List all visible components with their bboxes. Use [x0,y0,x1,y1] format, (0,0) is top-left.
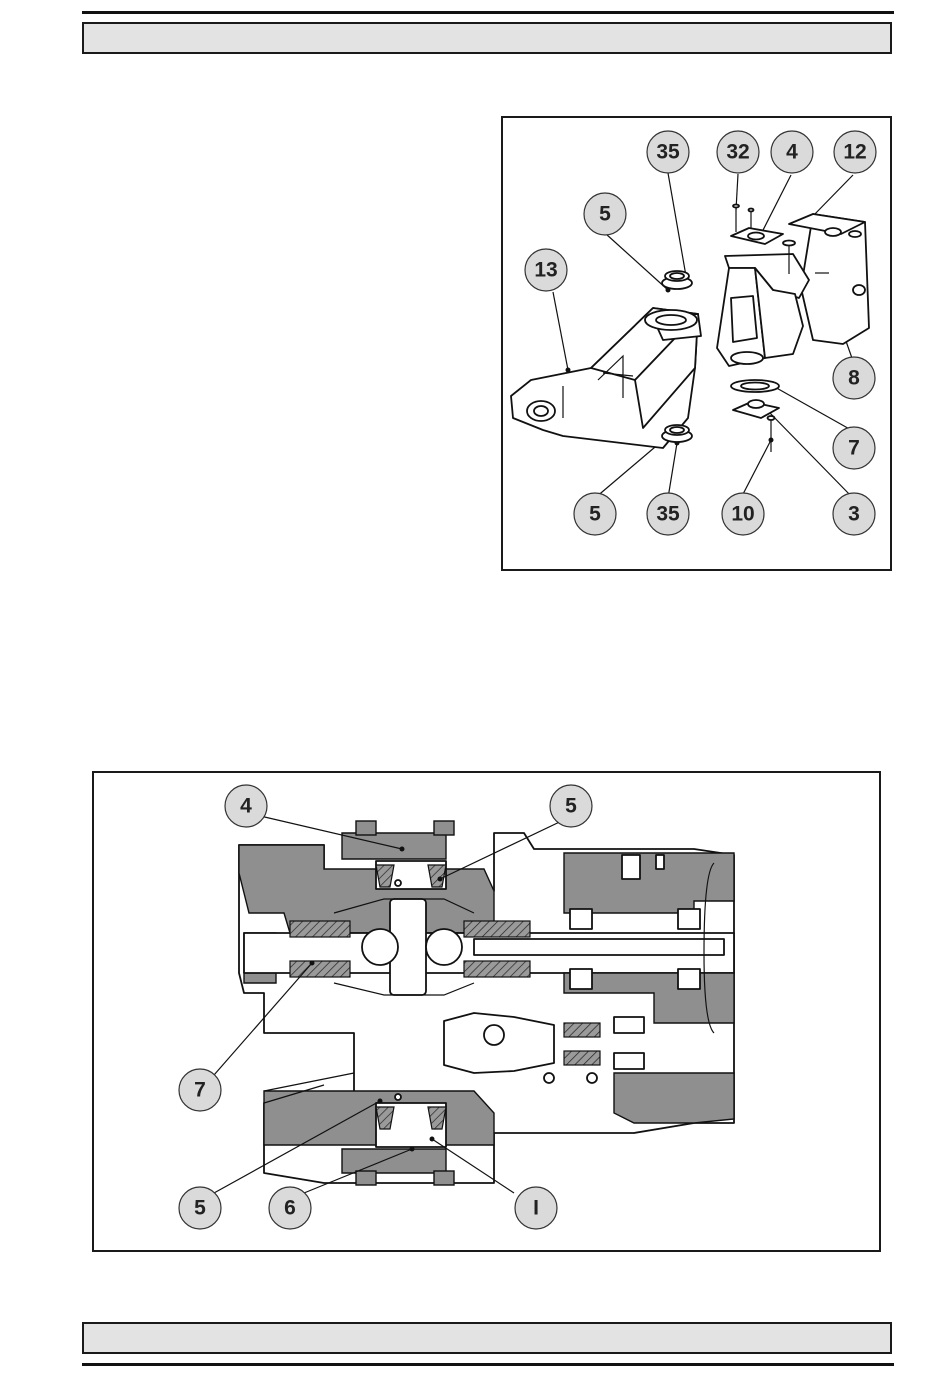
callout-label: 5 [599,203,611,226]
callout-label: 10 [731,503,754,526]
callout-4: 4 [225,785,267,827]
callout-12: 12 [834,131,876,173]
callout-label: 7 [848,437,860,460]
callout-13: 13 [525,249,567,291]
callout-label: 5 [589,503,601,526]
footer-bar [82,1322,892,1354]
callout-4: 4 [771,131,813,173]
callout-6: 6 [269,1187,311,1229]
header-rule [82,11,894,14]
callout-label: 35 [656,141,680,164]
callout-label: 5 [565,795,577,818]
exploded-view-drawing: 35 32 4 12 5 13 8 7 5 35 10 3 [503,118,890,569]
footer-rule [82,1363,894,1366]
callout-5-bottom: 5 [574,493,616,535]
callout-32: 32 [717,131,759,173]
callout-7: 7 [833,427,875,469]
upper-cap-4 [731,205,783,245]
callout-label: I [533,1197,539,1220]
seal-ring-top [662,271,692,289]
section-view-figure: 4 5 7 5 6 I [92,771,881,1252]
seal-ring-bottom [662,425,692,442]
callout-35-top: 35 [647,131,689,173]
callout-label: 8 [848,367,860,390]
callout-label: 7 [194,1079,206,1102]
callout-label: 5 [194,1197,206,1220]
section-view-drawing: 4 5 7 5 6 I [94,773,879,1250]
callout-8: 8 [833,357,875,399]
callout-label: 4 [240,795,252,818]
exploded-view-figure: 35 32 4 12 5 13 8 7 5 35 10 3 [501,116,892,571]
callout-7: 7 [179,1069,221,1111]
callout-10: 10 [722,493,764,535]
callout-5-top: 5 [550,785,592,827]
callout-label: 12 [843,141,866,164]
upper-kingpin-bearing [376,861,446,889]
callout-label: 3 [848,503,860,526]
header-bar [82,22,892,54]
callout-label: 13 [534,259,557,282]
callout-3: 3 [833,493,875,535]
callout-label: 35 [656,503,680,526]
callout-I: I [515,1187,557,1229]
callout-5-top: 5 [584,193,626,235]
callout-35-bottom: 35 [647,493,689,535]
callout-label: 6 [284,1197,296,1220]
callout-label: 4 [786,141,798,164]
callout-5-bottom: 5 [179,1187,221,1229]
callout-label: 32 [726,141,749,164]
